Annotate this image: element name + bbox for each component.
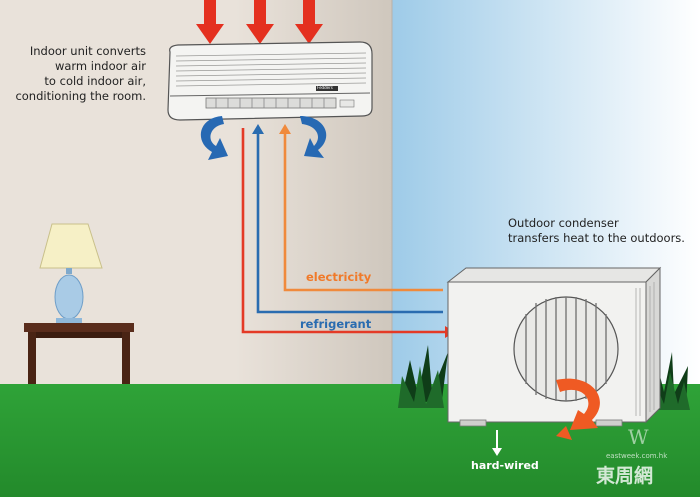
heat-exhaust-swirl-icon [556,378,600,430]
lamp-shade [39,223,103,269]
outdoor-caption-line: transfers heat to the outdoors. [508,231,685,245]
watermark-site-text: eastweek.com.hk [606,452,668,460]
indoor-caption-line: warm indoor air [54,59,146,73]
electricity-label: electricity [306,270,372,284]
hard-wired-label: hard-wired [471,459,539,472]
warm-air-arrow-icon [196,0,224,44]
brand-badge [316,86,338,91]
connection-lines [241,124,455,338]
outdoor-condenser [446,266,662,440]
indoor-caption-line: conditioning the room. [15,89,146,103]
indoor-caption: Indoor unit converts warm indoor air to … [10,44,146,104]
refrigerant-line-red [241,128,445,334]
indoor-caption-line: to cold indoor air, [44,74,146,88]
refrigerant-line-blue [256,134,443,314]
electricity-line [283,134,443,292]
indoor-unit [167,41,373,121]
warm-air-arrow-icon [295,0,323,44]
watermark-logo-text: 東周網 [596,464,653,487]
hard-wired-arrow-icon [492,430,502,456]
watermark: W eastweek.com.hk 東周網 [596,425,668,487]
lamp-base [54,274,84,320]
brand-badge-text: Fedders [317,85,333,90]
svg-text:W: W [628,425,649,449]
outdoor-caption: Outdoor condenser transfers heat to the … [508,216,698,246]
refrigerant-label: refrigerant [300,317,372,331]
cold-air-swirl-right-icon [300,116,327,158]
indoor-caption-line: Indoor unit converts [29,44,146,58]
outdoor-caption-line: Outdoor condenser [508,216,619,230]
warm-air-arrow-icon [246,0,274,44]
cold-air-swirl-left-icon [200,116,228,160]
cold-air-out-arrows [200,116,327,160]
lamp-table [24,223,134,384]
table-top [24,323,134,332]
shrub-left [398,345,448,408]
warm-air-in-arrows [196,0,323,44]
